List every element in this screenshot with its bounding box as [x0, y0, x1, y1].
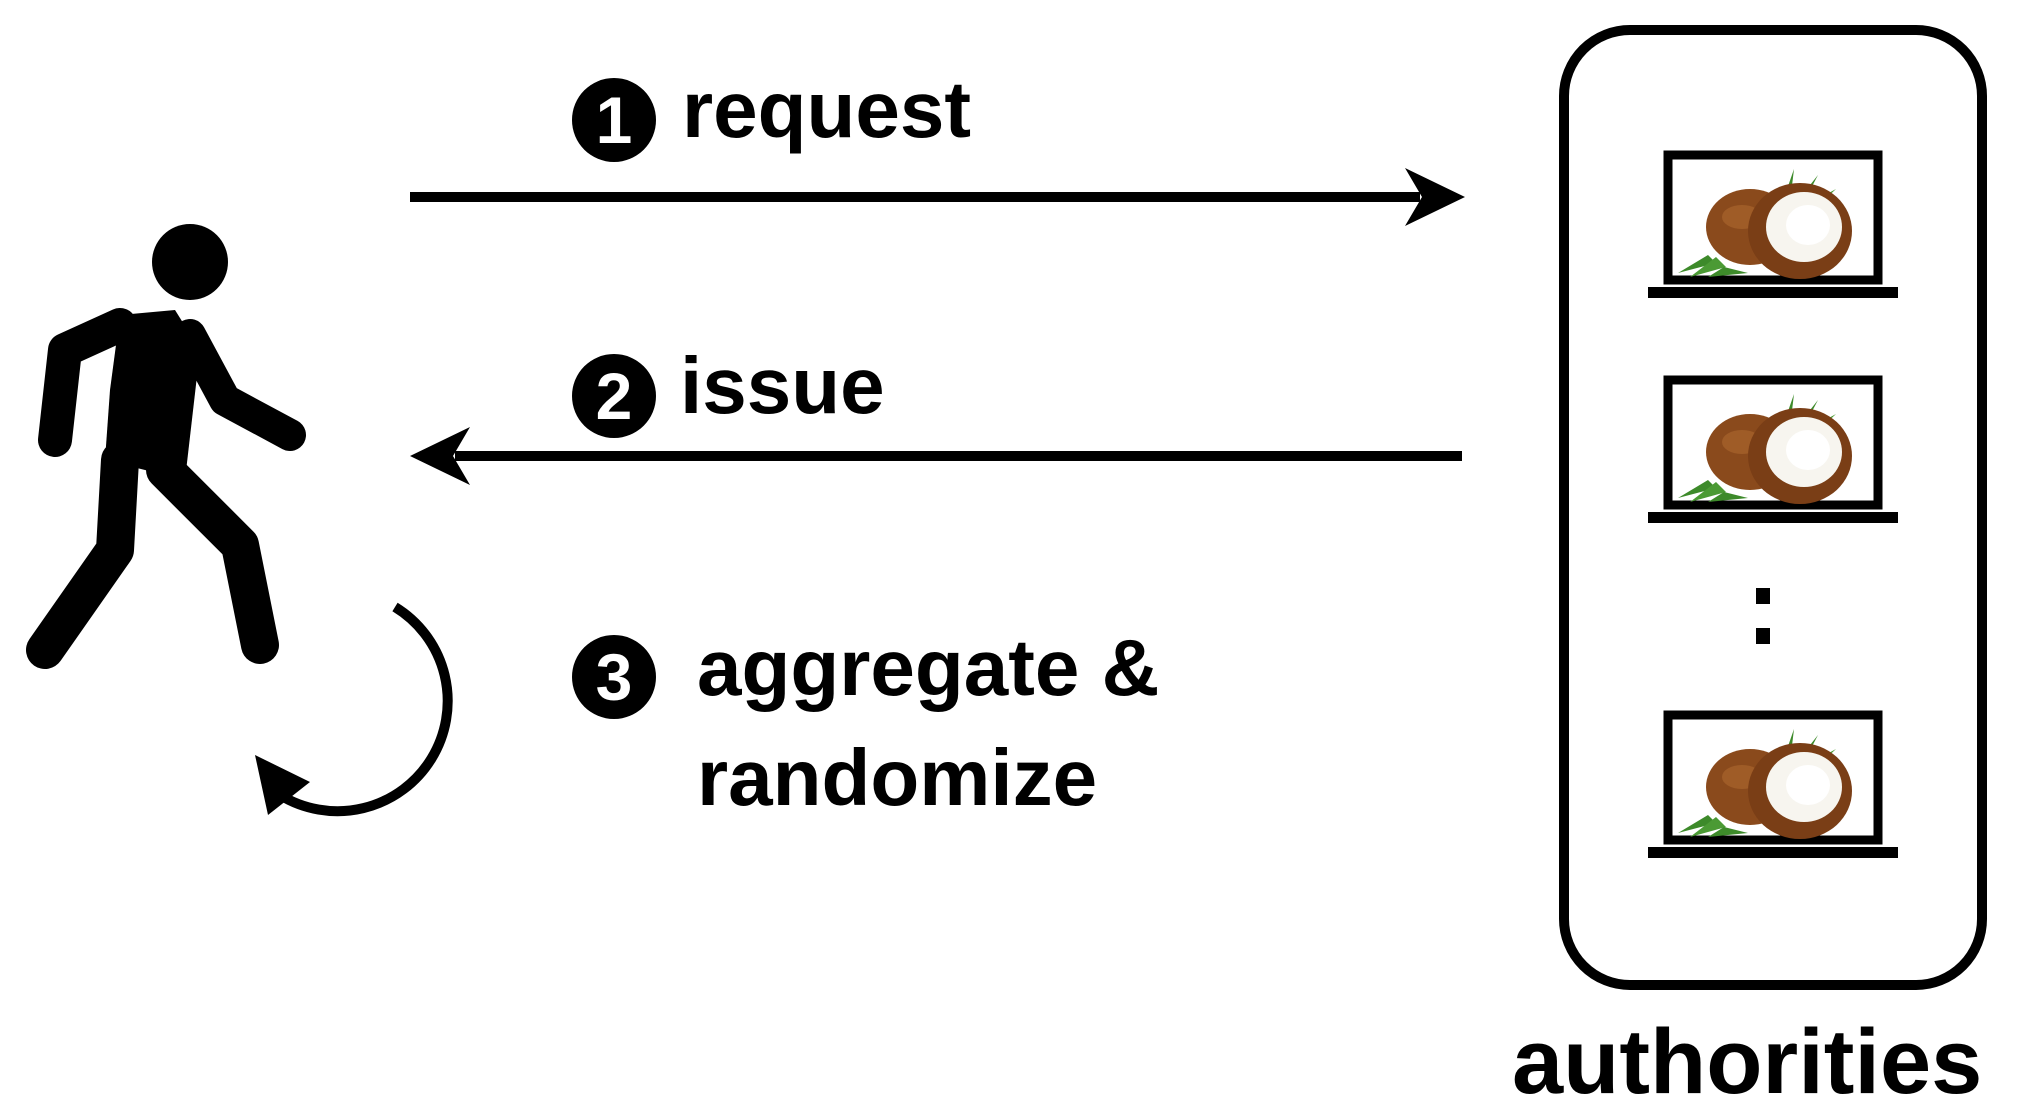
- randomize-label: randomize: [697, 733, 1098, 822]
- walking-person-icon: [26, 224, 306, 669]
- issue-label: issue: [680, 341, 885, 430]
- circular-arrow-icon: [255, 602, 453, 817]
- ellipsis-dot: [1756, 588, 1770, 604]
- arrow-right-icon: [410, 168, 1465, 226]
- step-2-badge: 2: [572, 354, 656, 438]
- authority-laptop-1: [1648, 155, 1898, 298]
- step-1-badge: 1: [572, 78, 656, 162]
- authority-laptop-3: [1648, 715, 1898, 858]
- aggregate-label: aggregate &: [697, 623, 1160, 712]
- ellipsis-dot: [1756, 628, 1770, 644]
- authorities-box: [1559, 25, 1987, 990]
- authority-laptop-2: [1648, 380, 1898, 523]
- request-label: request: [682, 65, 971, 154]
- authorities-label: authorities: [1512, 1011, 1983, 1113]
- step-3-badge: 3: [572, 635, 656, 719]
- arrow-left-icon: [410, 427, 1462, 485]
